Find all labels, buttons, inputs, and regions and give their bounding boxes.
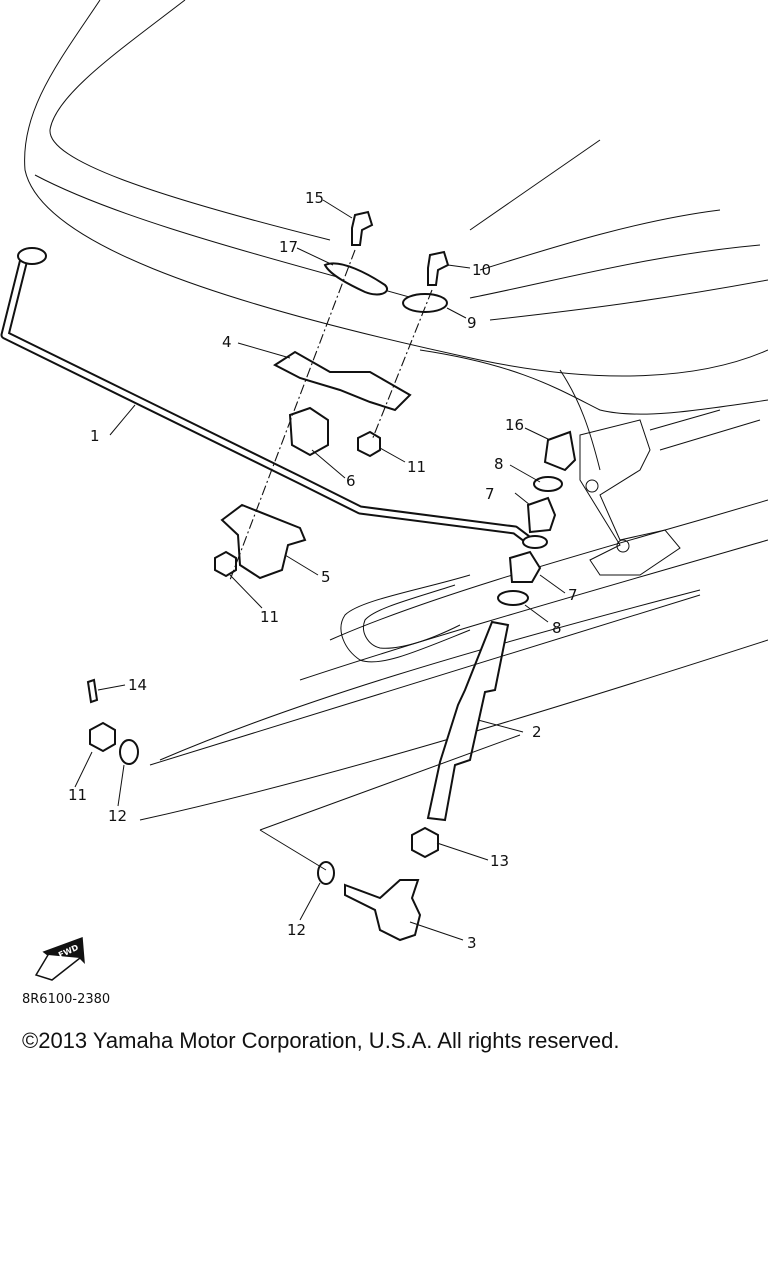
plate-17 <box>323 262 388 296</box>
callout-7-upper: 7 <box>485 485 495 503</box>
copyright-notice: ©2013 Yamaha Motor Corporation, U.S.A. A… <box>22 1028 620 1053</box>
fwd-arrow-icon: FWD <box>34 936 85 981</box>
bar-end-eye <box>17 247 47 265</box>
spindle-arm <box>579 409 761 576</box>
stabilizer-bar <box>0 253 538 549</box>
cotter-pin <box>86 678 99 704</box>
callout-4: 4 <box>222 333 232 351</box>
link-rod <box>426 620 510 822</box>
callout-6: 6 <box>346 472 356 490</box>
nut-13 <box>411 826 439 859</box>
nut-11-lower <box>214 550 237 578</box>
ball-joint <box>344 879 422 942</box>
bushing-7-upper <box>526 496 557 534</box>
washer-9 <box>402 293 448 313</box>
callout-8-lower: 8 <box>552 619 562 637</box>
callout-13: 13 <box>490 852 509 870</box>
bushing-7-lower <box>508 550 542 583</box>
callout-12-left: 12 <box>108 807 127 825</box>
callout-9: 9 <box>467 314 477 332</box>
callout-14: 14 <box>128 676 147 694</box>
assembly-centerlines <box>149 249 701 871</box>
washer-12-left <box>119 739 139 765</box>
washer-8-upper <box>533 476 563 492</box>
callout-12-lower: 12 <box>287 921 306 939</box>
callout-3: 3 <box>467 934 477 952</box>
nut-11-left <box>89 721 116 753</box>
callout-11-upper: 11 <box>407 458 426 476</box>
washer-12-lower <box>317 861 335 885</box>
drawing-code: 8R6100-2380 <box>22 992 111 1007</box>
lower-bracket <box>220 503 307 580</box>
washer-8-bar <box>522 535 548 549</box>
bolt-15 <box>351 210 374 246</box>
callout-17: 17 <box>279 238 298 256</box>
leader-lines <box>74 199 566 941</box>
parts-diagram: 1 2 3 4 5 6 7 7 8 8 9 10 11 11 11 12 12 … <box>0 0 768 981</box>
callout-2: 2 <box>532 723 542 741</box>
cap-16 <box>543 430 577 472</box>
upper-bracket <box>273 350 412 412</box>
callout-8-upper: 8 <box>494 455 504 473</box>
callout-11-left: 11 <box>68 786 87 804</box>
bushing <box>288 406 329 457</box>
callout-5: 5 <box>321 568 331 586</box>
callout-10: 10 <box>472 261 491 279</box>
callouts: 1 2 3 4 5 6 7 7 8 8 9 10 11 11 11 12 12 … <box>68 189 578 952</box>
callout-16: 16 <box>505 416 524 434</box>
washer-8-lower <box>497 590 529 606</box>
callout-1: 1 <box>90 427 100 445</box>
callout-15: 15 <box>305 189 324 207</box>
ski-loop <box>340 574 471 663</box>
nut-11-upper <box>357 430 381 458</box>
callout-7-lower: 7 <box>568 586 578 604</box>
callout-11-lower: 11 <box>260 608 279 626</box>
bolt-10 <box>427 250 450 286</box>
